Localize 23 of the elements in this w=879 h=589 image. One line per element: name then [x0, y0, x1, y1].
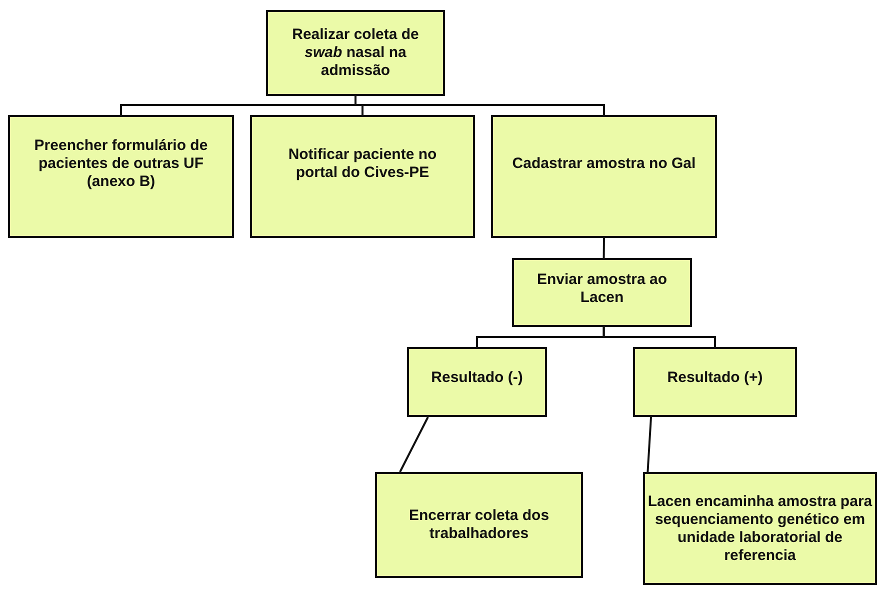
process-box	[407, 347, 547, 417]
box-text: Resultado (-)	[431, 369, 523, 387]
box-text: Enviar amostra ao Lacen	[536, 270, 668, 306]
box-text: Realizar coleta de swab nasal na admissão	[291, 26, 420, 80]
process-box	[633, 347, 797, 417]
process-box	[8, 115, 234, 238]
connector-line	[646, 416, 652, 472]
connector-line	[602, 327, 716, 347]
process-box	[643, 472, 877, 585]
process-box	[250, 115, 475, 238]
process-box	[491, 115, 717, 238]
process-box	[512, 258, 692, 327]
box-text: Notificar paciente no portal do Cives-PE	[287, 146, 438, 182]
process-box	[375, 472, 583, 578]
connector-line	[354, 96, 605, 115]
connector-line	[399, 416, 429, 472]
box-text: Preencher formulário de pacientes de outras UF (anexo B)	[33, 136, 209, 190]
process-box	[266, 10, 445, 96]
box-text: Resultado (+)	[667, 369, 763, 387]
box-text: Encerrar coleta dos trabalhadores	[408, 507, 550, 543]
connector-line	[602, 238, 605, 258]
box-text: Cadastrar amostra no Gal	[512, 154, 696, 172]
box-text: Lacen encaminha amostra para sequenciamento genético em unidade laboratorial de referencia	[647, 492, 873, 564]
